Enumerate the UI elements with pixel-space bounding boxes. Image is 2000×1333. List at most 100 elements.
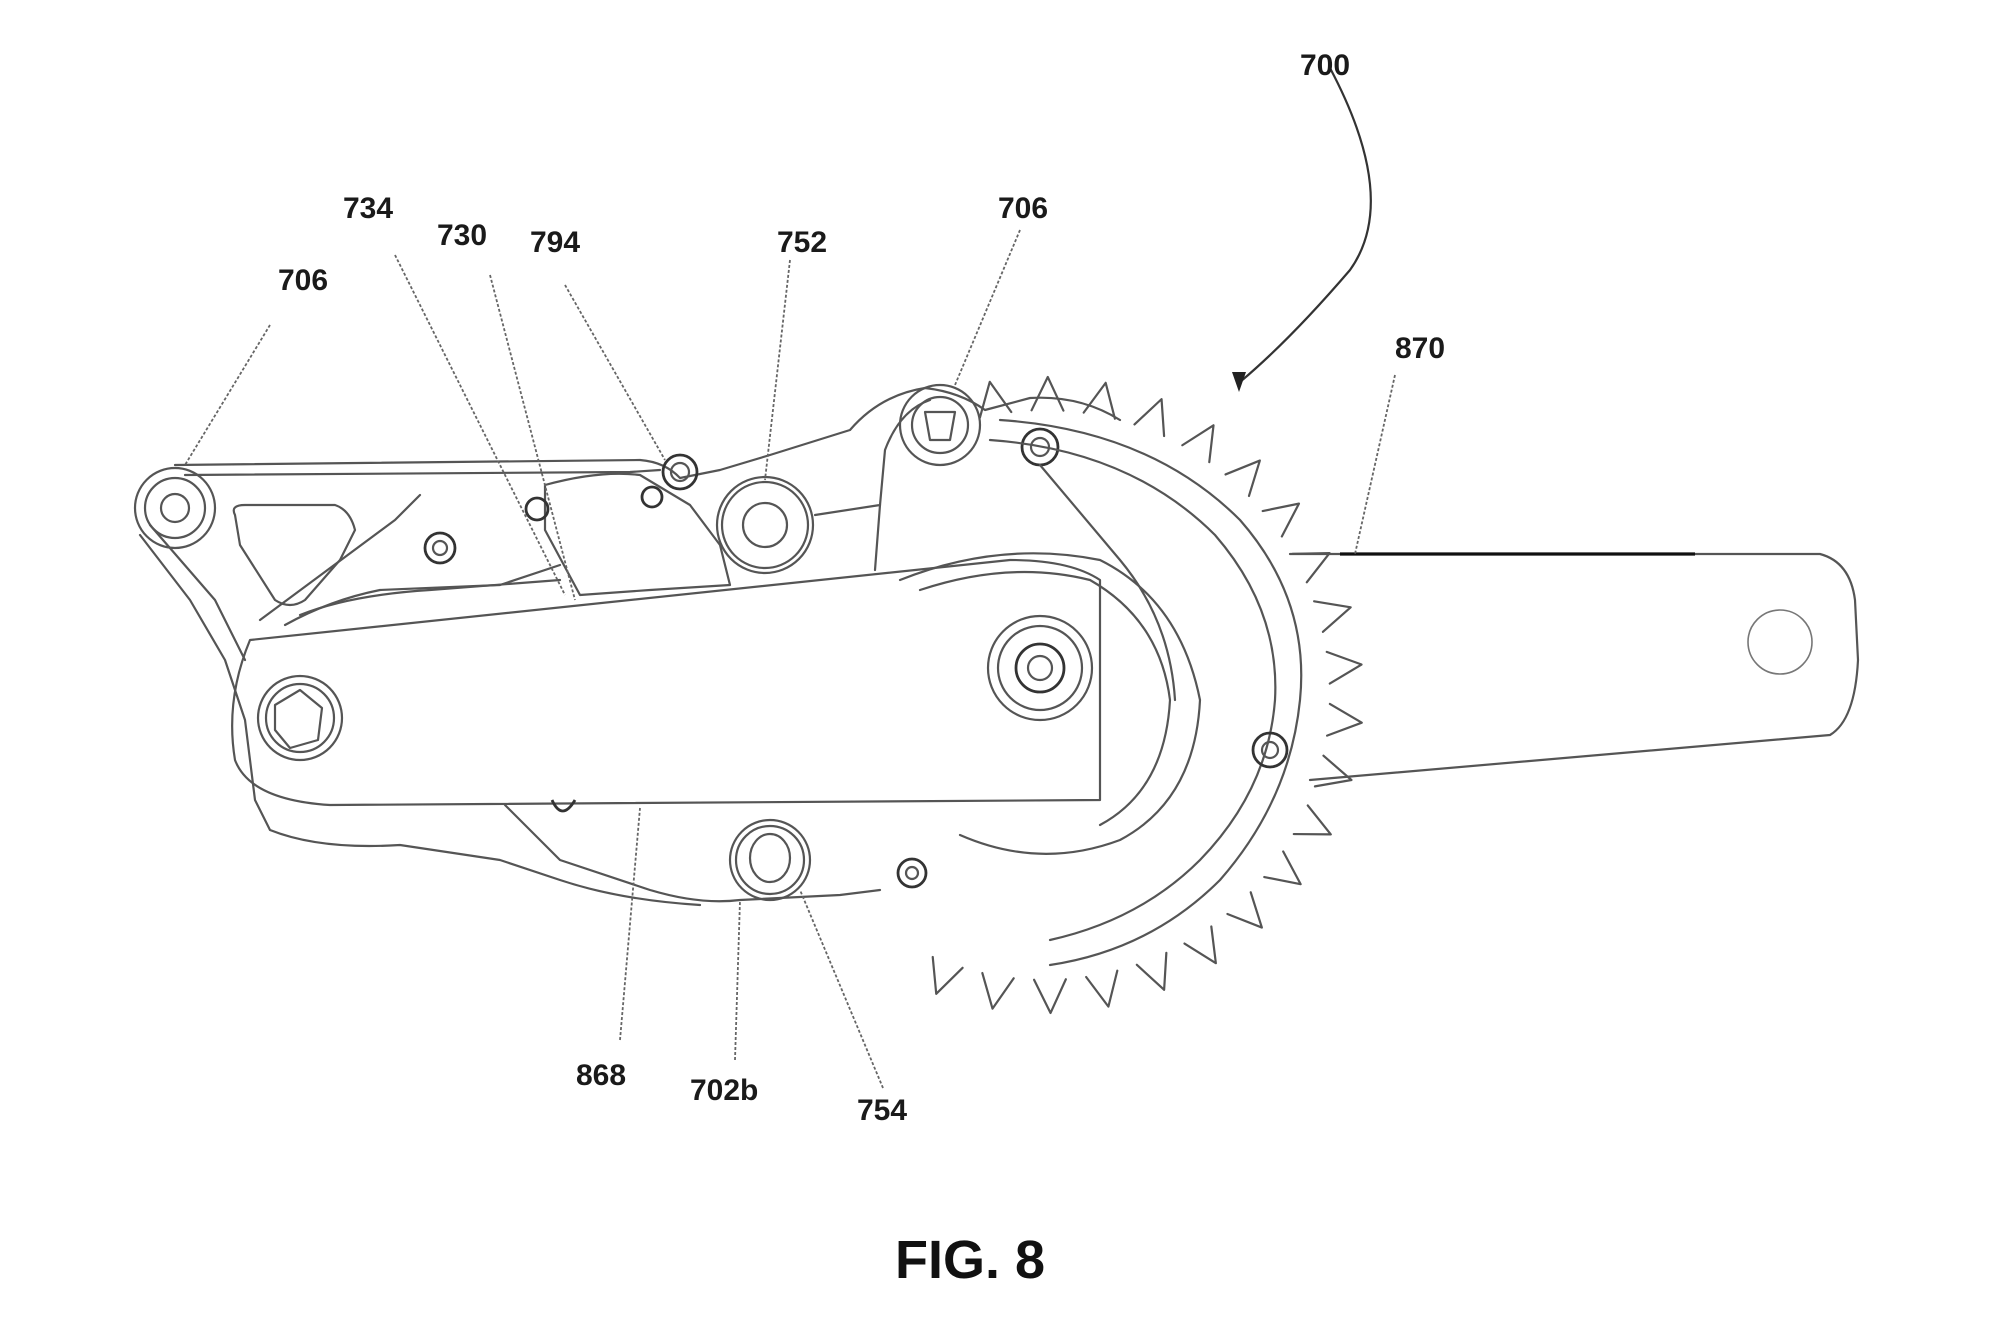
fastener-794 [661,453,699,491]
leader-702b [734,899,741,1061]
pedal-bore-ring [264,682,336,754]
ref-754: 754 [857,1094,907,1127]
chainring-tooth [1030,375,1065,412]
spindle-bore [1014,642,1066,694]
chainring-tooth [1226,891,1263,929]
pedal-hole-870 [1747,609,1813,675]
pedal-bore-outer [256,674,344,762]
leader-734 [394,254,566,596]
chainring-tooth [1292,804,1332,836]
crank-arm-868-outline [231,558,1102,807]
leader-730 [489,274,576,601]
fastener-lower-bore [904,865,920,881]
top-pivot-hex [923,410,957,442]
ref-868: 868 [576,1059,626,1092]
spindle-assembly [898,552,1289,855]
fastener-734 [524,496,550,522]
left-frame-edge-inner [148,523,247,662]
chainring-tooth [1263,850,1302,886]
link-730-outline [543,472,732,597]
left-pivot-ring [143,476,207,540]
chainring-tooth [1082,381,1117,420]
chainring-tooth [1325,650,1363,685]
ref-730: 730 [437,219,487,252]
leader-868 [619,807,641,1041]
linkage-frame [133,386,1122,907]
figure-caption: FIG. 8 [895,1230,1045,1290]
chainring-tooth [931,955,964,995]
chainring-tooth [1325,702,1363,737]
leader-706-left [184,324,271,466]
leader-870 [1354,374,1396,555]
leader-752 [764,259,791,481]
spindle-ring [996,624,1084,712]
leader-706-top [954,229,1021,386]
left-pivot-outer [133,466,217,550]
left-frame-edge [138,533,702,907]
link-plate-vertical [873,503,882,572]
chainring-tooth [1291,552,1331,584]
chainring-tooth [1032,978,1067,1015]
ref-870: 870 [1395,332,1445,365]
chainring-tooth [1313,600,1352,633]
pivot-754-outer [728,818,812,902]
pivot-752-outer [715,475,815,575]
chainring-tooth [1313,754,1353,788]
chainring-body-outer [998,418,1303,967]
strut-diagonal-1 [258,493,422,622]
crank-arm-870-outline [1288,552,1860,782]
strut-diagonal-3 [298,578,562,617]
fastener-794-bore [669,461,691,483]
ref-706-left: 706 [278,264,328,297]
chainring-tooth [1183,925,1217,965]
ref-700: 700 [1300,49,1350,82]
chainring-body-inner [988,438,1277,942]
chainring-carrier-edge [1038,463,1177,702]
pivot-752-ring [720,480,810,570]
pivot-754-bore [748,832,792,884]
chainring-tooth [1133,398,1166,438]
ref-752: 752 [777,226,827,259]
arrowhead-700 [1232,372,1246,392]
spindle-center [1026,654,1054,682]
ref-734: 734 [343,192,393,225]
fastener-lower-left [550,799,577,813]
pivot-752-bore [741,501,789,549]
chainring-tooth [1135,951,1168,991]
crank-arm-868 [231,558,1102,807]
leader-794 [564,284,666,461]
top-pivot-ring [910,395,970,455]
spider-arc-inner [918,570,1172,827]
pedal-bore-hex [273,688,324,750]
chainring-tooth [981,971,1015,1010]
chainring [988,418,1303,967]
fastener-upper-left [423,531,457,565]
chainring-tooth [1261,502,1301,538]
pivot-754-ring [734,824,806,896]
lower-link-702b [503,799,928,903]
leader-754 [799,889,884,1089]
left-pivot-bore [159,492,191,524]
chainring-bolt-right [1251,731,1289,769]
arrow-700 [1239,67,1372,383]
top-pivot-outer [898,383,982,467]
reference-numerals: 706 734 730 794 752 706 700 870 868 702b… [278,49,1445,1127]
fastener-lower [896,857,928,889]
ref-794: 794 [530,226,580,259]
chainring-tooth [1224,459,1261,498]
leader-lines [184,67,1396,1089]
ref-706-top: 706 [998,192,1048,225]
frame-window [232,503,357,607]
chainring-bolt-right-bore [1260,740,1280,760]
chainring-tooth [1085,969,1119,1008]
strut-diagonal-2 [283,563,562,627]
fastener-upper-left-bore [431,539,449,557]
spider-arc-outer [898,552,1202,855]
chainring-tooth [1181,424,1215,464]
chainring-teeth [931,375,1363,1015]
fastener-794-small [640,485,664,509]
spindle-outer [986,614,1094,722]
crank-arm-870 [1288,552,1860,782]
upper-link-inner-edge [183,468,662,477]
